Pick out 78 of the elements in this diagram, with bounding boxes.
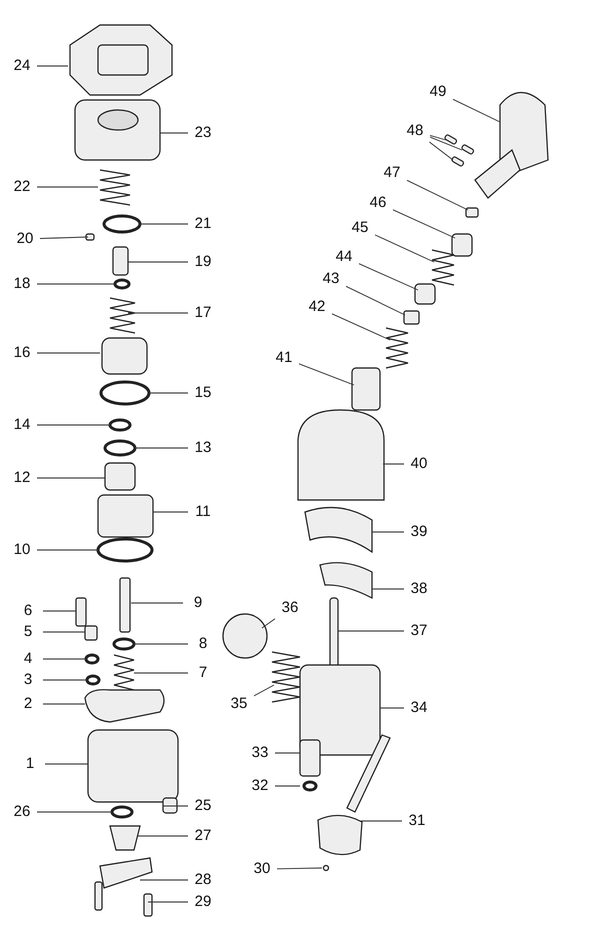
callout-number: 24: [10, 57, 34, 75]
callout-number: 1: [18, 755, 42, 773]
callout-number: 7: [191, 664, 215, 682]
callout-number: 47: [380, 164, 404, 182]
callout-number: 34: [407, 699, 431, 717]
leader-line: [262, 618, 276, 628]
callout-number: 29: [191, 893, 215, 911]
callout-number: 5: [16, 623, 40, 641]
callout-number: 40: [407, 455, 431, 473]
callout-number: 38: [407, 580, 431, 598]
callout-number: 49: [426, 83, 450, 101]
leader-line: [160, 132, 188, 134]
callout-number: 19: [191, 253, 215, 271]
callout-number: 33: [248, 744, 272, 762]
leader-line: [346, 286, 406, 316]
callout-number: 18: [10, 275, 34, 293]
callout-number: 3: [16, 671, 40, 689]
leader-line: [372, 588, 404, 590]
callout-number: 14: [10, 416, 34, 434]
callout-number: 4: [16, 650, 40, 668]
callout-number: 41: [272, 349, 296, 367]
callout-number: 46: [366, 194, 390, 212]
leader-line: [130, 602, 184, 604]
callout-number: 15: [191, 384, 215, 402]
callout-number: 37: [407, 622, 431, 640]
leader-line: [42, 658, 86, 660]
leader-line: [148, 392, 188, 394]
callout-number: 44: [332, 248, 356, 266]
leader-line: [274, 752, 300, 754]
leader-line: [36, 424, 110, 426]
leader-line: [428, 142, 454, 160]
leader-line: [374, 234, 434, 262]
leader-line: [42, 610, 76, 612]
leader-line: [134, 672, 188, 674]
callout-number: 16: [10, 344, 34, 362]
leader-line: [298, 363, 354, 386]
leader-line: [36, 352, 100, 354]
callout-number: 28: [191, 871, 215, 889]
callout-number: 26: [10, 803, 34, 821]
callout-number: 8: [191, 635, 215, 653]
leader-line: [254, 684, 274, 696]
callout-number: 27: [191, 827, 215, 845]
callout-number: 23: [191, 124, 215, 142]
leader-line: [40, 236, 88, 239]
leader-line: [338, 630, 404, 632]
callout-number: 9: [186, 594, 210, 612]
callout-number: 25: [191, 797, 215, 815]
callout-number: 22: [10, 178, 34, 196]
leader-line: [406, 180, 468, 210]
callout-number: 6: [16, 602, 40, 620]
leader-line: [452, 98, 500, 122]
callout-number: 35: [227, 695, 251, 713]
leader-line: [332, 313, 390, 340]
leader-line: [392, 209, 456, 238]
callout-number: 17: [191, 304, 215, 322]
callout-number: 31: [405, 812, 429, 830]
callout-number: 45: [348, 219, 372, 237]
leader-line: [128, 312, 188, 314]
leader-line: [430, 134, 446, 140]
callout-number: 10: [10, 541, 34, 559]
callout-number: 43: [319, 270, 343, 288]
callout-number: 12: [10, 469, 34, 487]
leader-line: [358, 263, 418, 290]
callout-number: 42: [305, 298, 329, 316]
leader-line: [360, 820, 402, 822]
callout-number: 39: [407, 523, 431, 541]
leader-line: [430, 136, 462, 150]
callout-number: 2: [16, 695, 40, 713]
callout-number: 36: [278, 599, 302, 617]
callout-number: 30: [250, 860, 274, 878]
leader-line: [276, 868, 322, 870]
callout-number: 32: [248, 777, 272, 795]
callout-number: 11: [191, 503, 215, 521]
callout-number: 48: [403, 122, 427, 140]
leader-line: [36, 186, 98, 188]
callout-number: 13: [191, 439, 215, 457]
callout-number: 20: [13, 230, 37, 248]
callout-number: 21: [191, 215, 215, 233]
